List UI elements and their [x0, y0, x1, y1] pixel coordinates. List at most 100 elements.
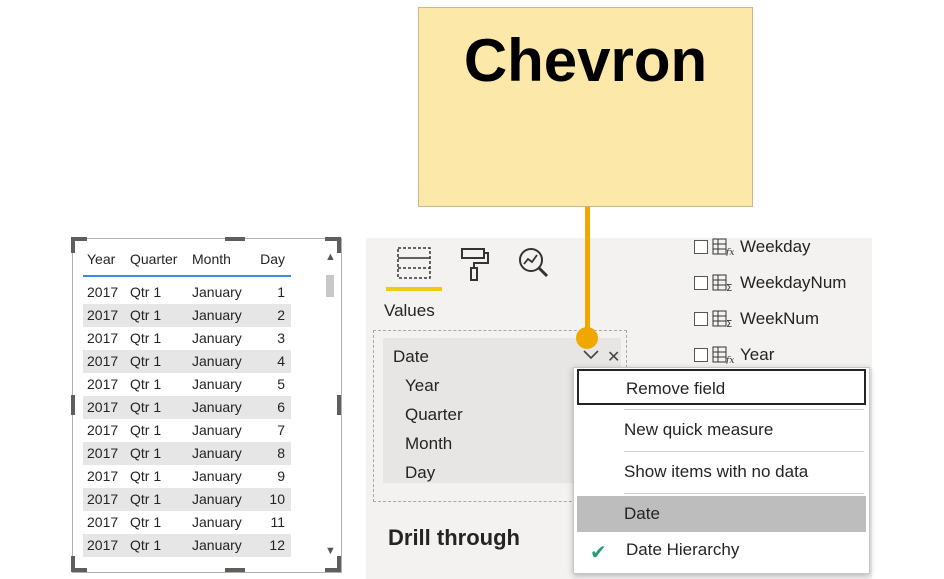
sigma-column-icon: Σ [712, 274, 734, 294]
table-row[interactable]: 2017 Qtr 1 January 12 [83, 534, 291, 557]
menu-item-date-hierarchy[interactable]: ✔ Date Hierarchy [577, 532, 866, 568]
field-weekdaynum[interactable]: Σ WeekdayNum [694, 271, 846, 295]
menu-item-new-quick-measure[interactable]: New quick measure [577, 412, 866, 448]
field-label: Year [740, 345, 775, 364]
hierarchy-level-day[interactable]: Day [405, 463, 436, 482]
resize-handle-bottom-left-v[interactable] [71, 556, 75, 572]
resize-handle-bottom-mid[interactable] [225, 568, 245, 572]
menu-divider [624, 409, 864, 410]
column-header-quarter[interactable]: Quarter [130, 251, 178, 267]
checkmark-icon: ✔ [590, 542, 607, 564]
cell-month: January [192, 422, 242, 438]
resize-handle-bottom-right[interactable] [325, 568, 341, 572]
menu-item-label: Date Hierarchy [626, 540, 740, 559]
table-row[interactable]: 2017 Qtr 1 January 7 [83, 419, 291, 442]
cell-day: 9 [277, 468, 285, 484]
scroll-thumb[interactable] [326, 275, 334, 297]
cell-year: 2017 [87, 537, 119, 553]
table-row[interactable]: 2017 Qtr 1 January 2 [83, 304, 291, 327]
resize-handle-bottom-right-v[interactable] [337, 556, 341, 572]
field-year[interactable]: fx Year [694, 343, 774, 367]
calculated-column-icon: fx [712, 346, 734, 366]
callout-connector [585, 207, 590, 335]
analytics-magnifier-icon[interactable] [516, 246, 552, 285]
column-header-day[interactable]: Day [260, 251, 285, 267]
cell-day: 7 [277, 422, 285, 438]
resize-handle-mid-right[interactable] [337, 395, 341, 415]
callout-title: Chevron [463, 27, 708, 94]
menu-item-date[interactable]: Date [577, 496, 866, 532]
menu-divider [624, 493, 864, 494]
checkbox[interactable] [694, 348, 708, 362]
cell-year: 2017 [87, 376, 119, 392]
cell-month: January [192, 537, 242, 553]
cell-quarter: Qtr 1 [130, 399, 162, 415]
cell-quarter: Qtr 1 [130, 353, 162, 369]
format-paintroller-icon[interactable] [460, 246, 490, 287]
cell-year: 2017 [87, 399, 119, 415]
checkbox[interactable] [694, 240, 708, 254]
cell-day: 2 [277, 307, 285, 323]
cell-year: 2017 [87, 353, 119, 369]
svg-text:fx: fx [725, 248, 734, 256]
table-header: Year Quarter Month Day [83, 249, 291, 277]
menu-item-label: Remove field [626, 379, 726, 398]
resize-handle-bottom-left[interactable] [71, 568, 87, 572]
cell-quarter: Qtr 1 [130, 422, 162, 438]
cell-year: 2017 [87, 307, 119, 323]
table-scrollbar[interactable]: ▲ ▼ [323, 249, 337, 559]
resize-handle-top-right[interactable] [325, 237, 341, 241]
cell-day: 10 [269, 491, 285, 507]
hierarchy-level-quarter[interactable]: Quarter [405, 405, 463, 424]
fields-tab-icon[interactable] [396, 246, 432, 285]
cell-quarter: Qtr 1 [130, 468, 162, 484]
checkbox[interactable] [694, 312, 708, 326]
hierarchy-level-month[interactable]: Month [405, 434, 453, 453]
column-header-year[interactable]: Year [87, 251, 116, 267]
menu-item-label: Date [624, 504, 660, 523]
checkbox[interactable] [694, 276, 708, 290]
menu-item-show-items-no-data[interactable]: Show items with no data [577, 454, 866, 490]
resize-handle-top-left[interactable] [71, 237, 87, 241]
cell-month: January [192, 376, 242, 392]
cell-day: 12 [269, 537, 285, 553]
chevron-down-icon[interactable] [583, 348, 599, 366]
scroll-up-icon[interactable]: ▲ [325, 251, 336, 263]
hierarchy-level-year[interactable]: Year [405, 376, 440, 395]
resize-handle-top-mid[interactable] [225, 237, 245, 241]
cell-month: January [192, 514, 242, 530]
menu-item-remove-field[interactable]: Remove field [577, 369, 866, 405]
cell-quarter: Qtr 1 [130, 537, 162, 553]
resize-handle-mid-left[interactable] [71, 395, 75, 415]
cell-year: 2017 [87, 422, 119, 438]
field-weekday[interactable]: fx Weekday [694, 235, 811, 259]
close-icon[interactable]: ✕ [607, 349, 621, 366]
resize-handle-top-left-v[interactable] [71, 237, 75, 253]
field-weeknum[interactable]: Σ WeekNum [694, 307, 819, 331]
svg-text:Σ: Σ [726, 283, 732, 292]
field-label: WeekdayNum [740, 273, 847, 292]
cell-quarter: Qtr 1 [130, 445, 162, 461]
cell-month: January [192, 330, 242, 346]
cell-month: January [192, 468, 242, 484]
resize-handle-top-right-v[interactable] [337, 237, 341, 253]
column-header-month[interactable]: Month [192, 251, 231, 267]
cell-month: January [192, 307, 242, 323]
cell-year: 2017 [87, 514, 119, 530]
cell-month: January [192, 353, 242, 369]
cell-month: January [192, 491, 242, 507]
cell-quarter: Qtr 1 [130, 307, 162, 323]
field-name: Date [393, 347, 429, 366]
scroll-down-icon[interactable]: ▼ [325, 545, 336, 557]
